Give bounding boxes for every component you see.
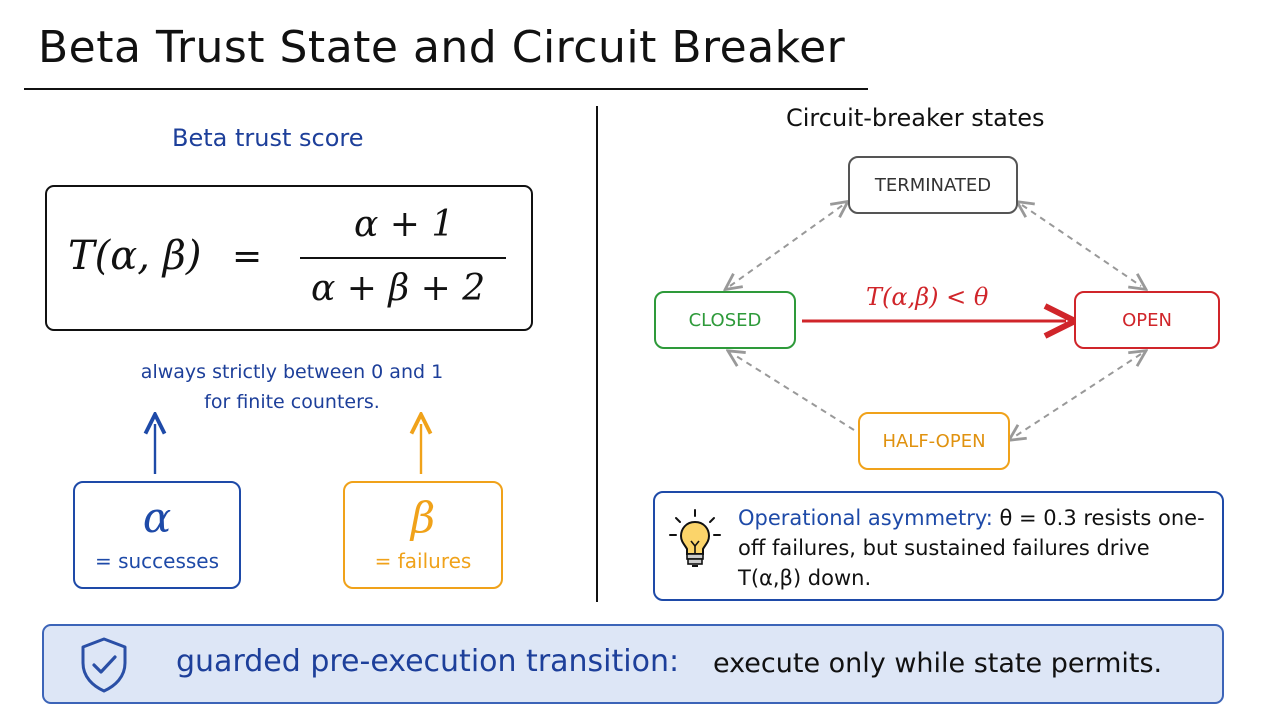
formula-lhs: T(α, β) [68,233,202,279]
transition-label: T(α,β) < θ [866,283,989,311]
fraction-bar [300,257,506,259]
formula-box [45,185,533,331]
state-half-open: HALF-OPEN [858,412,1010,470]
range-note: always strictly between 0 and 1 for fini… [112,357,472,417]
shield-check-icon [81,637,127,693]
lightbulb-icon [669,509,721,567]
page-title: Beta Trust State and Circuit Breaker [38,22,846,73]
state-terminated: TERMINATED [848,156,1018,214]
arrow-terminated-open [1022,205,1141,286]
beta-box: β = failures [343,481,503,589]
formula-numerator: α + 1 [354,204,455,245]
banner-lead: guarded pre-execution transition: [176,644,680,679]
insight-lead: Operational asymmetry: [738,506,993,530]
title-underline [24,88,868,90]
formula-denominator: α + β + 2 [311,268,486,309]
beta-trust-heading: Beta trust score [172,124,364,152]
insight-text: Operational asymmetry: θ = 0.3 resists o… [738,503,1208,593]
arrow-halfopen-closed [733,354,855,431]
alpha-box: α = successes [73,481,241,589]
bottom-banner [42,624,1224,704]
range-note-line-1: always strictly between 0 and 1 [140,361,444,383]
arrow-open-halfopen [1014,354,1141,437]
alpha-label: = successes [94,549,220,573]
beta-symbol: β [410,493,436,542]
arrow-closed-terminated [730,205,843,286]
state-open: OPEN [1074,291,1220,349]
alpha-symbol: α [142,493,172,542]
panel-divider [596,106,598,602]
insight-body: θ = 0.3 resists one-off failures, but su… [738,506,1205,590]
state-closed: CLOSED [654,291,796,349]
range-note-line-2: for finite counters. [204,391,380,413]
beta-label: = failures [374,549,472,573]
circuit-breaker-heading: Circuit-breaker states [786,104,1045,132]
banner-text: execute only while state permits. [713,648,1163,679]
formula-equals: = [232,236,263,277]
insight-box [653,491,1224,601]
